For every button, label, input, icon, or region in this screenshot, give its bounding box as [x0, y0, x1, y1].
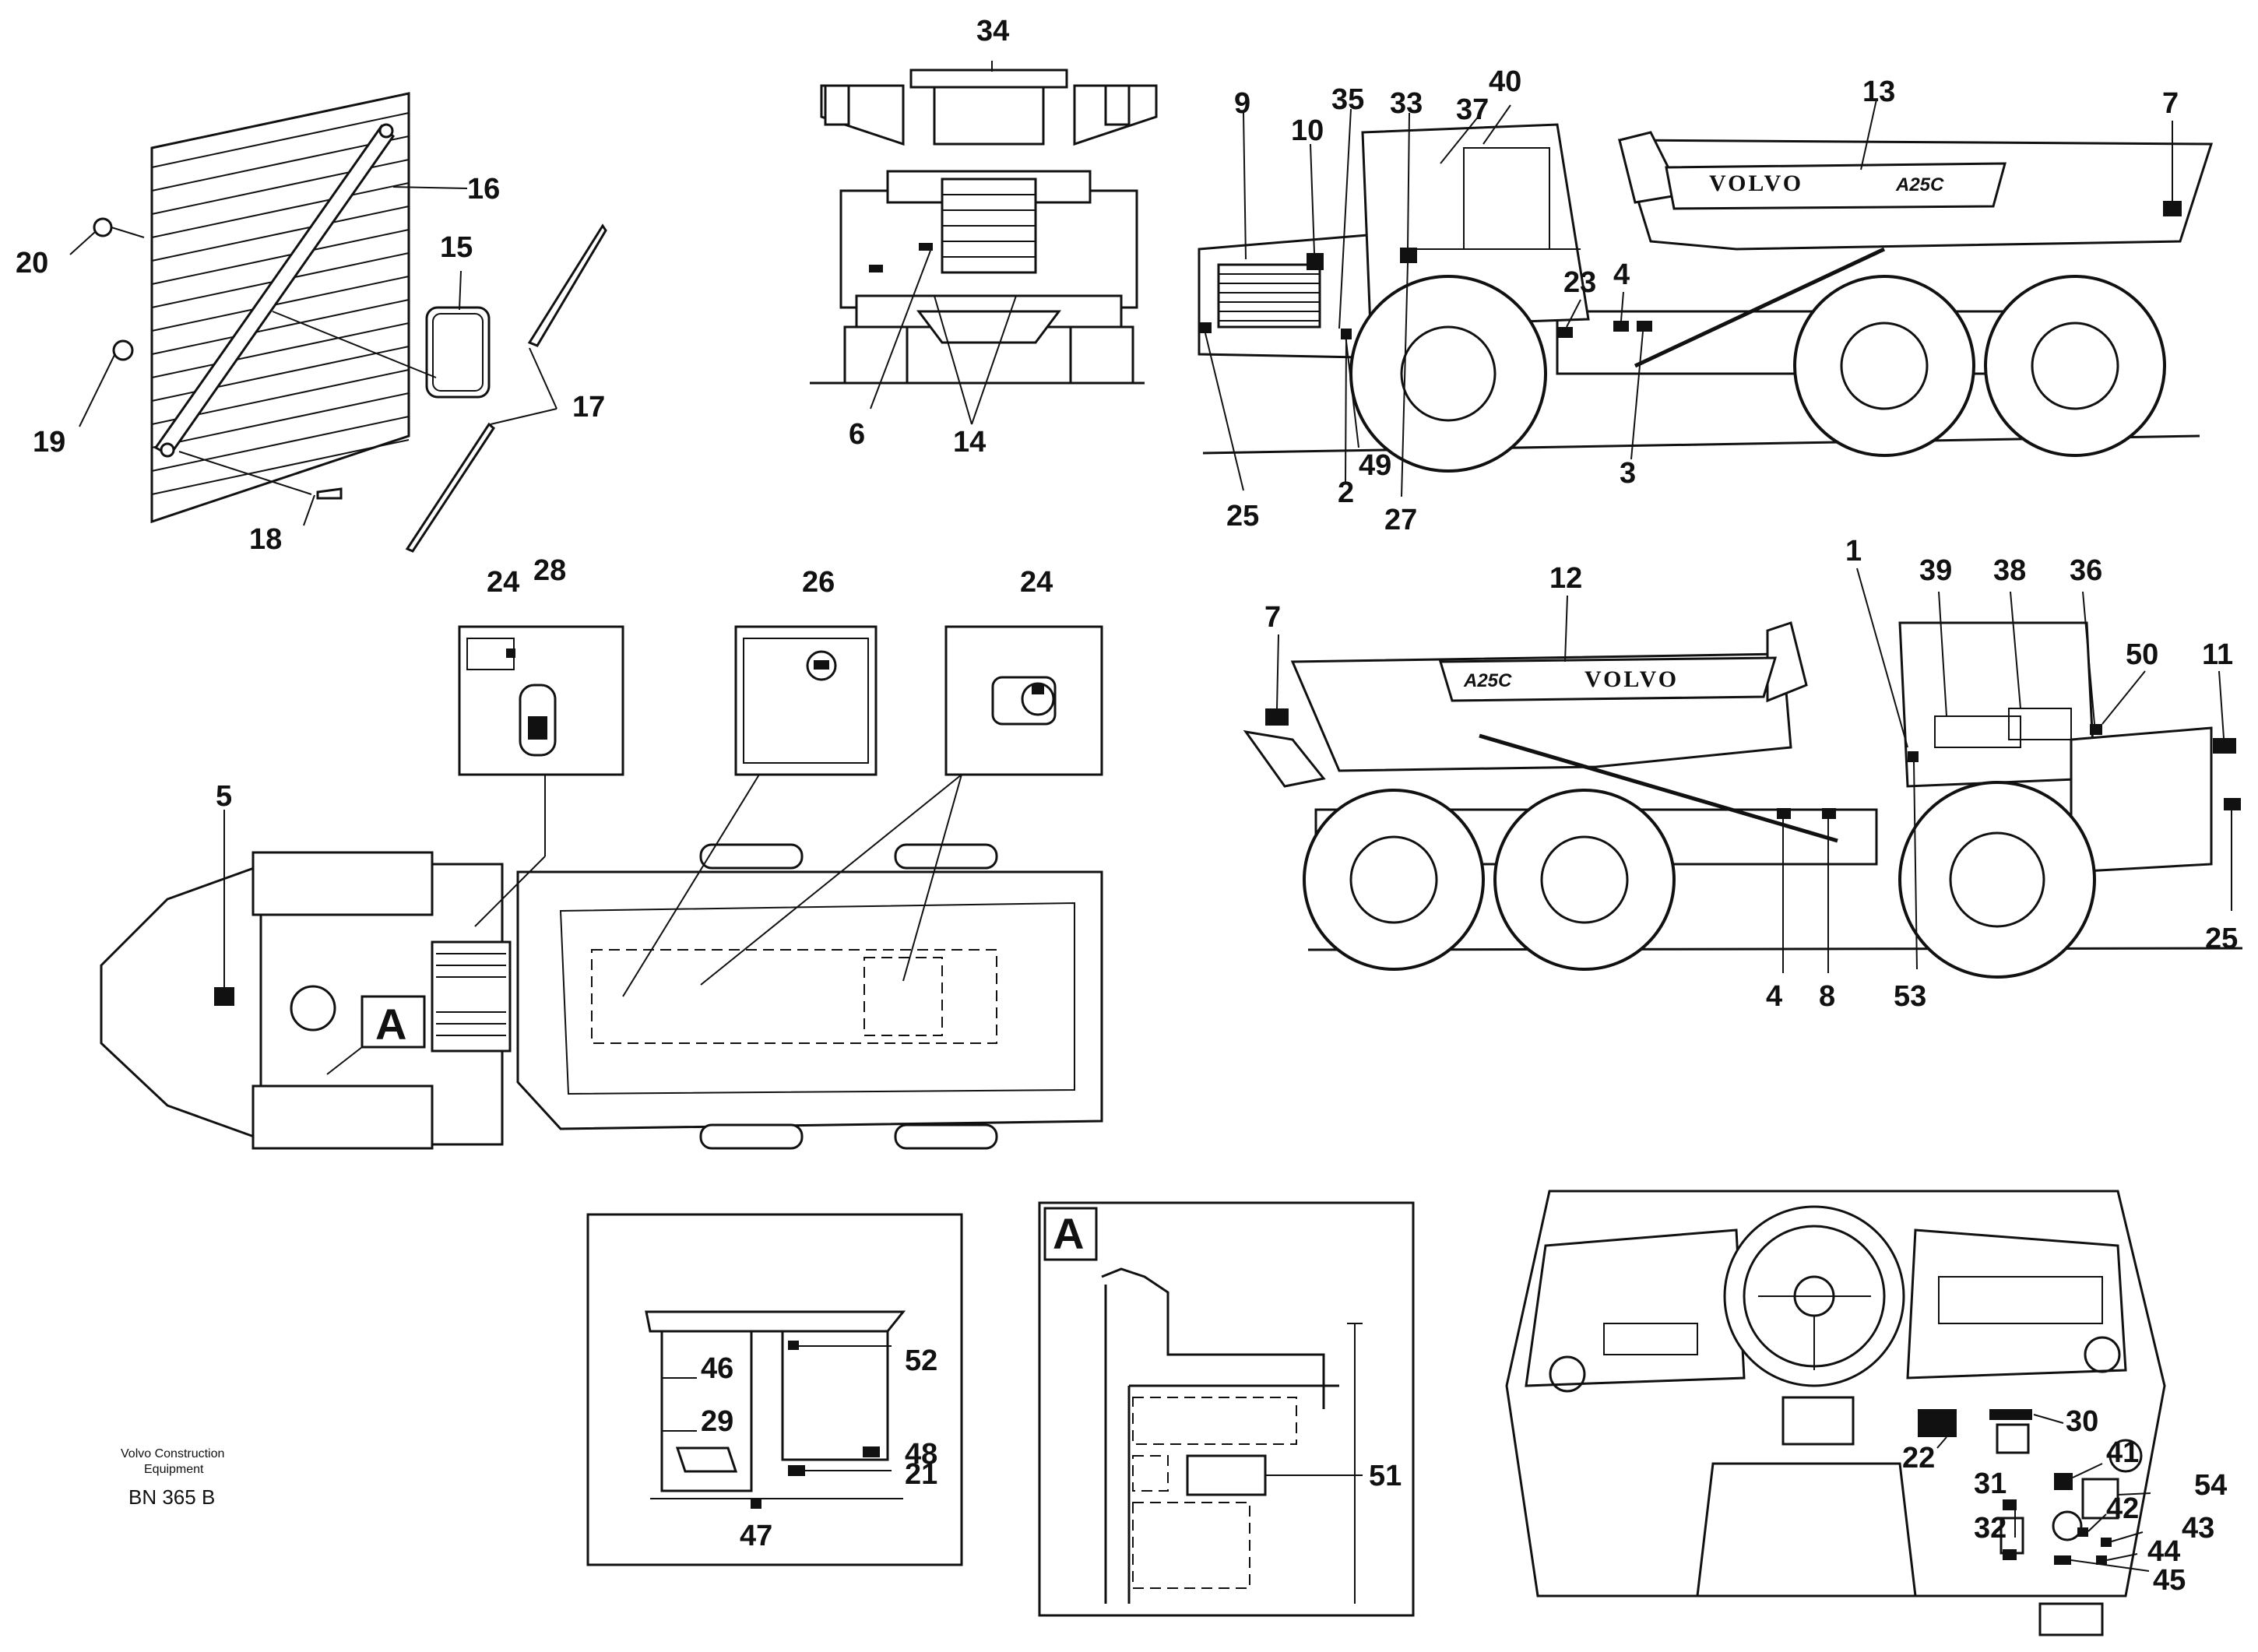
- label-17: 17: [572, 391, 605, 424]
- label-32: 32: [1974, 1512, 2007, 1545]
- detail-a-panel: A: [1038, 1201, 1415, 1617]
- label-53: 53: [1894, 980, 1926, 1013]
- truck-logo: VOLVO: [1709, 170, 1803, 196]
- label-29: 29: [701, 1405, 733, 1438]
- label-40: 40: [1489, 65, 1521, 98]
- label-47: 47: [740, 1520, 772, 1552]
- label-14: 14: [953, 426, 986, 459]
- label-21: 21: [905, 1458, 937, 1491]
- label-16: 16: [467, 173, 500, 206]
- label-45: 45: [2153, 1564, 2186, 1597]
- label-41: 41: [2106, 1436, 2139, 1469]
- label-19: 19: [33, 426, 65, 459]
- truck-front-view: [810, 61, 1158, 425]
- label-51: 51: [1369, 1460, 1402, 1492]
- side-plate-assembly: [69, 92, 607, 553]
- model-badge-b: A25C: [1463, 670, 1512, 691]
- drawing-code: BN 365 B: [128, 1485, 215, 1509]
- label-44: 44: [2147, 1535, 2180, 1568]
- label-18: 18: [249, 523, 282, 556]
- label-34: 34: [976, 15, 1009, 47]
- title-block: Volvo Construction Equipment BN 365 B: [121, 1447, 224, 1509]
- label-23: 23: [1563, 266, 1596, 299]
- label-12: 12: [1549, 562, 1582, 595]
- label-31: 31: [1974, 1467, 2007, 1500]
- label-9: 9: [1234, 87, 1250, 120]
- label-3: 3: [1620, 457, 1636, 490]
- label-6: 6: [849, 418, 865, 451]
- label-43: 43: [2182, 1512, 2214, 1545]
- part-labels: 16 15 20 17 19 18 34 6 14 9 35 33 37 40 …: [16, 15, 2238, 1597]
- label-50: 50: [2126, 638, 2158, 671]
- label-10: 10: [1291, 114, 1324, 147]
- label-7b: 7: [1264, 601, 1281, 634]
- label-28: 28: [533, 554, 566, 587]
- truck-left-side-view: VOLVO A25C: [1198, 99, 2214, 497]
- cab-rear-window-detail: [586, 1213, 963, 1566]
- label-8: 8: [1819, 980, 1835, 1013]
- truck-top-view: A: [100, 625, 1103, 1150]
- label-24: 24: [487, 566, 519, 599]
- label-4b: 4: [1766, 980, 1782, 1013]
- label-22: 22: [1902, 1442, 1935, 1474]
- label-11: 11: [2202, 638, 2233, 671]
- label-30: 30: [2066, 1405, 2098, 1438]
- label-27: 27: [1384, 504, 1417, 536]
- truck-logo-b: VOLVO: [1584, 666, 1679, 692]
- label-35: 35: [1331, 83, 1364, 116]
- label-52: 52: [905, 1344, 937, 1377]
- label-46: 46: [701, 1352, 733, 1385]
- label-15: 15: [440, 231, 473, 264]
- label-37: 37: [1456, 93, 1489, 126]
- detail-marker: A: [375, 1000, 406, 1049]
- company-line-1: Volvo Construction: [121, 1447, 224, 1460]
- label-42: 42: [2106, 1492, 2139, 1525]
- label-5: 5: [216, 780, 232, 813]
- label-54: 54: [2194, 1469, 2227, 1502]
- company-line-2: Equipment: [144, 1463, 204, 1476]
- label-1: 1: [1845, 535, 1862, 568]
- label-13: 13: [1862, 76, 1895, 108]
- cab-interior-view: [1505, 1190, 2166, 1636]
- label-33: 33: [1390, 87, 1423, 120]
- label-48: 48: [905, 1438, 937, 1471]
- label-26: 26: [802, 566, 835, 599]
- model-badge: A25C: [1895, 174, 1944, 195]
- label-25: 25: [1226, 500, 1259, 533]
- label-36: 36: [2070, 554, 2102, 587]
- label-24b: 24: [1020, 566, 1053, 599]
- detail-marker-ref: A: [1053, 1209, 1084, 1258]
- label-39: 39: [1919, 554, 1952, 587]
- label-4: 4: [1613, 258, 1630, 291]
- label-2: 2: [1338, 476, 1354, 509]
- label-7: 7: [2162, 87, 2179, 120]
- label-25b: 25: [2205, 923, 2238, 955]
- label-38: 38: [1993, 554, 2026, 587]
- label-49: 49: [1359, 449, 1391, 482]
- label-20: 20: [16, 247, 48, 279]
- truck-right-side-view: A25C VOLVO: [1243, 568, 2243, 979]
